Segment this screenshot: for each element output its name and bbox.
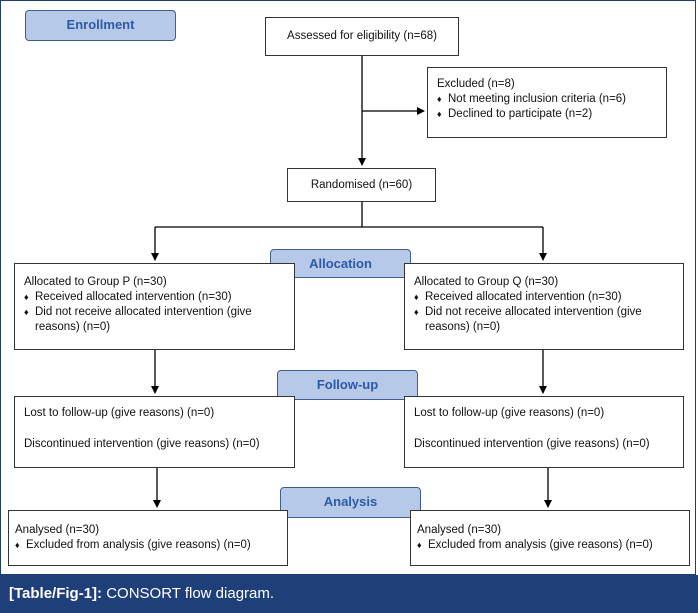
followup-p-lost: Lost to follow-up (give reasons) (n=0) [24, 407, 215, 419]
excluded-item: ♦ Declined to participate (n=2) [437, 107, 666, 122]
diamond-bullet-icon: ♦ [414, 307, 419, 317]
connector-lines [151, 56, 552, 508]
stage-analysis-label: Analysis [323, 494, 378, 509]
allocation-q-item: ♦ Did not receive allocated intervention… [414, 305, 677, 335]
diamond-bullet-icon: ♦ [24, 307, 29, 317]
followup-q-lost: Lost to follow-up (give reasons) (n=0) [414, 407, 605, 419]
excluded-item: ♦ Not meeting inclusion criteria (n=6) [437, 92, 666, 107]
figure-caption: [Table/Fig-1]: CONSORT flow diagram. [0, 575, 698, 613]
excluded-title: Excluded (n=8) [437, 78, 515, 90]
stage-enrollment: Enrollment [25, 10, 176, 41]
randomised-box: Randomised (n=60) [287, 168, 436, 202]
analysis-p-title: Analysed (n=30) [15, 524, 100, 536]
allocation-p-item-text: Received allocated intervention (n=30) [35, 291, 232, 303]
excluded-item-text: Declined to participate (n=2) [448, 108, 593, 120]
analysis-q-box: Analysed (n=30) ♦ Excluded from analysis… [410, 510, 690, 566]
followup-q-discontinued: Discontinued intervention (give reasons)… [414, 438, 650, 450]
analysis-p-box: Analysed (n=30) ♦ Excluded from analysis… [8, 510, 288, 566]
allocation-q-box: Allocated to Group Q (n=30) ♦ Received a… [404, 263, 684, 350]
diamond-bullet-icon: ♦ [437, 94, 442, 104]
analysis-q-title: Analysed (n=30) [417, 524, 502, 536]
allocation-p-title: Allocated to Group P (n=30) [24, 276, 167, 288]
analysis-q-item: ♦ Excluded from analysis (give reasons) … [417, 538, 685, 553]
followup-p-box: Lost to follow-up (give reasons) (n=0) D… [14, 396, 295, 468]
assessed-box: Assessed for eligibility (n=68) [265, 17, 459, 56]
stage-followup-label: Follow-up [316, 377, 379, 392]
analysis-p-item: ♦ Excluded from analysis (give reasons) … [15, 538, 283, 553]
followup-q-box: Lost to follow-up (give reasons) (n=0) D… [404, 396, 684, 468]
diamond-bullet-icon: ♦ [417, 540, 422, 550]
allocation-p-box: Allocated to Group P (n=30) ♦ Received a… [14, 263, 295, 350]
allocation-q-title: Allocated to Group Q (n=30) [414, 276, 559, 288]
caption-label: [Table/Fig-1]: [9, 585, 103, 602]
allocation-q-item: ♦ Received allocated intervention (n=30) [414, 290, 677, 305]
allocation-p-item: ♦ Did not receive allocated intervention… [24, 305, 288, 335]
stage-allocation-label: Allocation [309, 256, 372, 271]
analysis-p-item-text: Excluded from analysis (give reasons) (n… [26, 539, 251, 551]
excluded-item-text: Not meeting inclusion criteria (n=6) [448, 93, 627, 105]
excluded-box: Excluded (n=8) ♦ Not meeting inclusion c… [427, 67, 667, 138]
allocation-q-item-text: Received allocated intervention (n=30) [425, 291, 622, 303]
analysis-q-item-text: Excluded from analysis (give reasons) (n… [428, 539, 653, 551]
allocation-p-item: ♦ Received allocated intervention (n=30) [24, 290, 288, 305]
diamond-bullet-icon: ♦ [414, 292, 419, 302]
stage-followup: Follow-up [277, 370, 418, 400]
assessed-text: Assessed for eligibility (n=68) [287, 30, 437, 42]
followup-p-discontinued: Discontinued intervention (give reasons)… [24, 438, 260, 450]
diamond-bullet-icon: ♦ [437, 109, 442, 119]
stage-enrollment-label: Enrollment [66, 17, 135, 32]
diamond-bullet-icon: ♦ [15, 540, 20, 550]
allocation-p-item-text: Did not receive allocated intervention (… [35, 306, 252, 333]
diamond-bullet-icon: ♦ [24, 292, 29, 302]
allocation-q-item-text: Did not receive allocated intervention (… [425, 306, 642, 333]
randomised-text: Randomised (n=60) [310, 179, 413, 191]
caption-text: CONSORT flow diagram. [102, 585, 275, 602]
stage-analysis: Analysis [280, 487, 421, 518]
